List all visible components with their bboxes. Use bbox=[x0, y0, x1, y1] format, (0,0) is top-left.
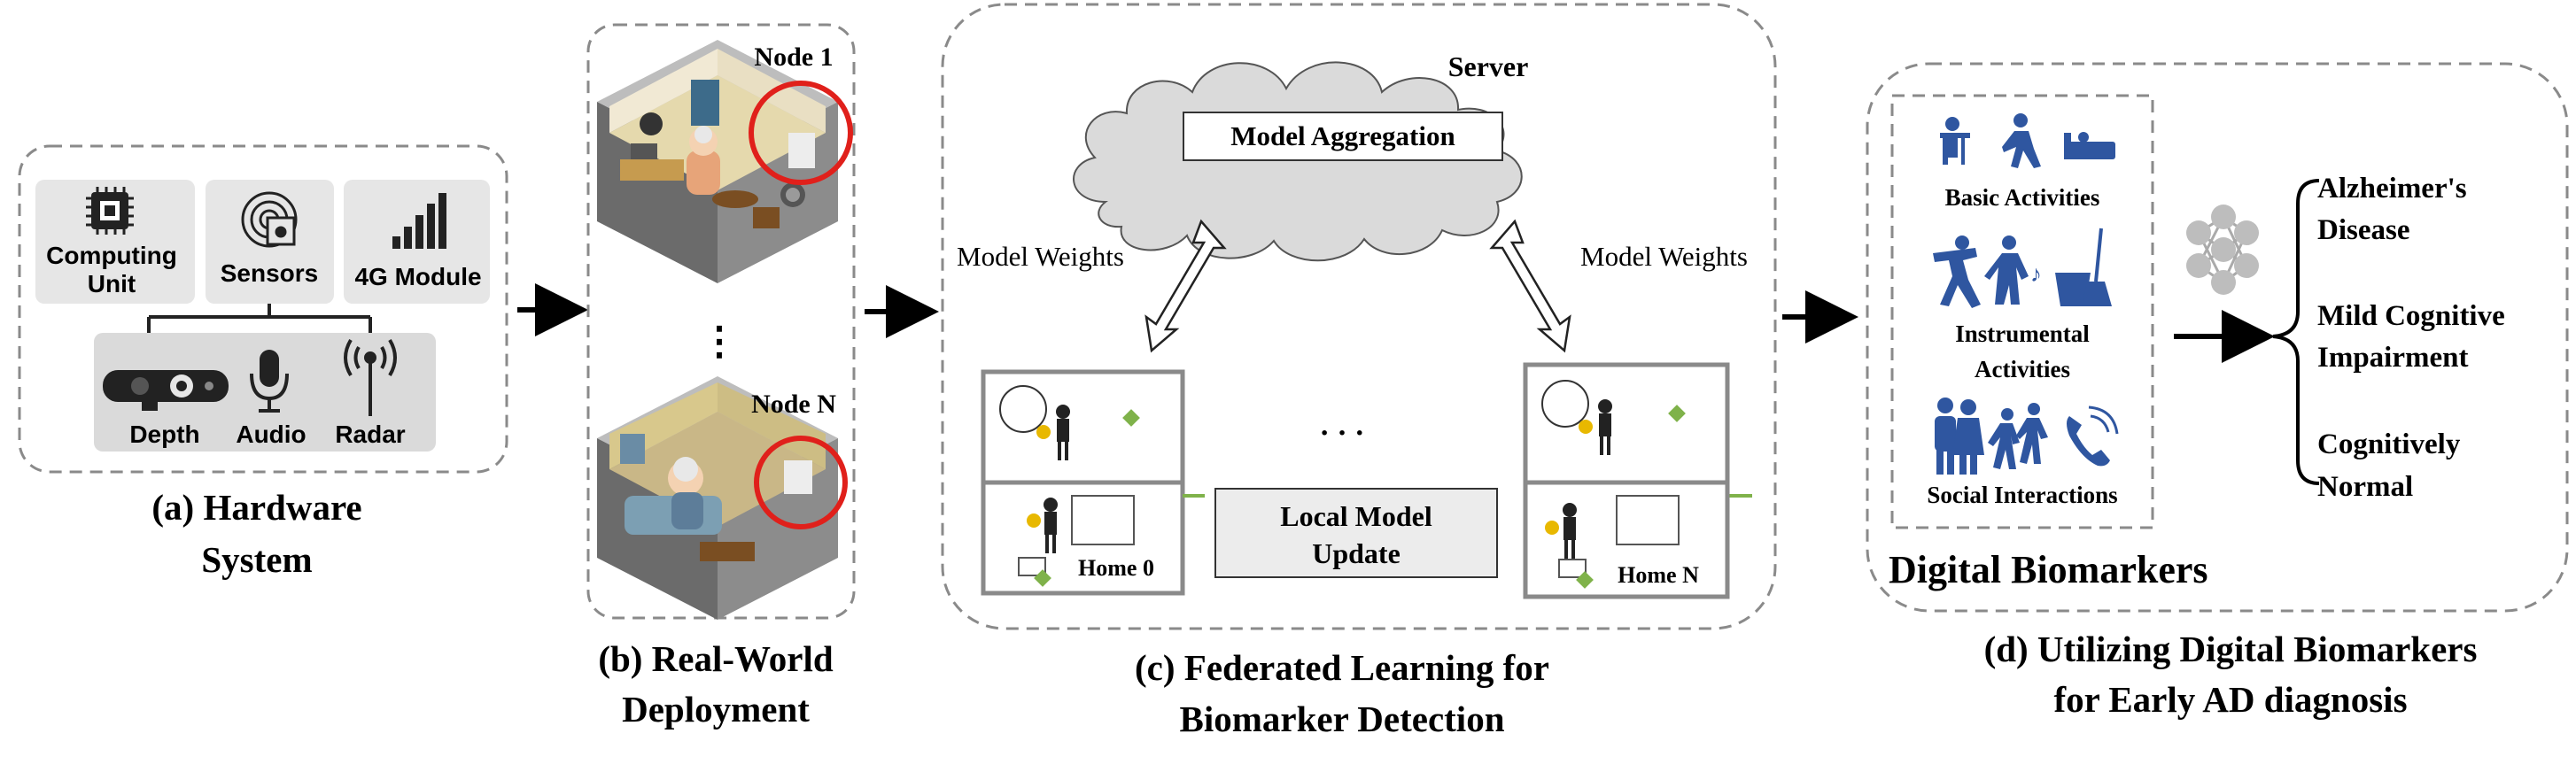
sensor-types-box bbox=[94, 333, 436, 452]
neural-network-icon bbox=[2186, 205, 2259, 295]
basic-activities-label: Basic Activities bbox=[1945, 184, 2100, 211]
federated-caption-line2: Biomarker Detection bbox=[1180, 699, 1505, 739]
node-1-label: Node 1 bbox=[754, 42, 833, 72]
computing-unit-label-line2: Unit bbox=[88, 270, 136, 297]
microphone-icon bbox=[250, 350, 289, 413]
outcome-normal-line2: Normal bbox=[2317, 471, 2413, 503]
instrumental-label-line2: Activities bbox=[1975, 356, 2070, 382]
model-aggregation-label: Model Aggregation bbox=[1230, 120, 1455, 151]
model-weights-label-right: Model Weights bbox=[1580, 241, 1748, 272]
svg-text:♪: ♪ bbox=[2030, 260, 2042, 287]
computing-unit-box bbox=[35, 180, 195, 304]
sensors-label: Sensors bbox=[221, 259, 319, 287]
local-model-update-box bbox=[1214, 488, 1498, 578]
hardware-panel: Computing Unit Sensors 4G Module bbox=[18, 144, 508, 580]
digital-biomarkers-title: Digital Biomarkers bbox=[1889, 548, 2208, 591]
audio-label: Audio bbox=[236, 421, 306, 448]
room-illustration-node-1 bbox=[597, 40, 838, 283]
biomarkers-inner-frame bbox=[1890, 94, 2154, 529]
home-0-floorplan bbox=[981, 369, 1185, 596]
model-weights-label-left: Model Weights bbox=[957, 241, 1124, 272]
computing-unit-label-line1: Computing bbox=[46, 242, 177, 269]
homes-ellipsis: · · · bbox=[1319, 417, 1364, 450]
home-n-floorplan bbox=[1523, 362, 1730, 599]
home-n-residents bbox=[1545, 399, 1686, 589]
basic-activities-icons bbox=[1940, 113, 2115, 168]
outcome-mci-line2: Impairment bbox=[2317, 342, 2468, 374]
hardware-dashed-frame bbox=[18, 144, 508, 474]
radar-antenna-icon bbox=[344, 338, 397, 416]
node-n-label: Node N bbox=[751, 390, 836, 419]
deployment-panel: Node 1 ⋮ Node N (b) Real-World Deploymen… bbox=[586, 23, 856, 730]
hardware-caption-line1: (a) Hardware bbox=[151, 487, 361, 528]
home-n-label: Home N bbox=[1618, 562, 1699, 588]
federated-dashed-frame bbox=[941, 3, 1777, 630]
sensor-icon bbox=[241, 191, 298, 248]
weights-exchange-arrow-right bbox=[1489, 219, 1571, 353]
outcome-mci-line1: Mild Cognitive bbox=[2317, 300, 2505, 332]
home-0-residents bbox=[1027, 405, 1140, 587]
home-0-label: Home 0 bbox=[1078, 555, 1154, 581]
federated-panel: Server Model Aggregation Model Weights M… bbox=[941, 3, 1777, 739]
weights-exchange-arrow-left bbox=[1144, 219, 1227, 353]
social-interactions-icons bbox=[1935, 398, 2119, 475]
module-4g-label: 4G Module bbox=[354, 263, 481, 290]
sensors-bracket bbox=[147, 304, 372, 333]
deployment-caption-line1: (b) Real-World bbox=[598, 638, 834, 679]
instrumental-label-line1: Instrumental bbox=[1955, 320, 2090, 347]
deployment-caption-line2: Deployment bbox=[622, 689, 810, 730]
biomarkers-panel: Basic Activities ♪ Instrumental Activiti… bbox=[1866, 62, 2569, 720]
sensor-highlight-ring-node-1 bbox=[749, 81, 853, 185]
depth-camera-icon bbox=[103, 370, 229, 411]
room-illustration-node-n bbox=[597, 376, 838, 620]
outcome-ad-line1: Alzheimer's bbox=[2317, 173, 2467, 205]
outcome-ad-line2: Disease bbox=[2317, 214, 2409, 246]
instrumental-activities-icons: ♪ bbox=[1933, 228, 2112, 308]
sensor-highlight-ring-node-n bbox=[754, 436, 848, 529]
server-label: Server bbox=[1448, 50, 1529, 82]
deployment-dashed-frame bbox=[586, 23, 856, 620]
local-update-label-line2: Update bbox=[1312, 537, 1401, 569]
local-update-label-line1: Local Model bbox=[1280, 500, 1432, 532]
biomarkers-outer-frame bbox=[1866, 62, 2569, 613]
signal-bars-icon bbox=[392, 193, 446, 249]
outcome-normal-line1: Cognitively bbox=[2317, 428, 2461, 460]
radar-label: Radar bbox=[335, 421, 405, 448]
social-interactions-label: Social Interactions bbox=[1927, 482, 2117, 508]
biomarkers-caption-line1: (d) Utilizing Digital Biomarkers bbox=[1984, 629, 2478, 669]
depth-label: Depth bbox=[129, 421, 199, 448]
hardware-caption-line2: System bbox=[201, 539, 312, 580]
cpu-chip-icon bbox=[86, 187, 134, 235]
model-aggregation-box bbox=[1183, 112, 1503, 161]
nodes-ellipsis: ⋮ bbox=[700, 320, 739, 363]
federated-caption-line1: (c) Federated Learning for bbox=[1135, 647, 1549, 688]
server-cloud bbox=[1073, 61, 1523, 262]
outcomes-brace bbox=[2272, 179, 2320, 485]
biomarkers-caption-line2: for Early AD diagnosis bbox=[2053, 679, 2407, 720]
